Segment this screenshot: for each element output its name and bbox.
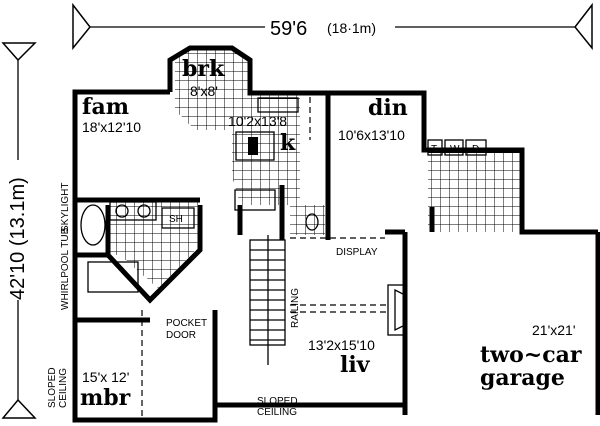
pocket-door-label-1: POCKET [166, 318, 207, 329]
pocket-door-label-2: DOOR [166, 330, 196, 341]
width-dimension-line [72, 2, 593, 51]
width-dimension-metric: (18·1m) [327, 20, 376, 36]
bath-fixtures [80, 201, 319, 293]
room-name-mbr: mbr [80, 385, 131, 411]
laundry-tub-label: T [431, 144, 437, 155]
staircase[interactable] [249, 235, 286, 365]
room-name-liv: liv [340, 352, 371, 378]
dryer-label: D [472, 144, 479, 155]
room-size-kitchen: 10'2x13'8 [228, 113, 287, 129]
depth-dimension-label: 42'10 (13.1m) [7, 177, 29, 300]
railing-label: RAILING [290, 288, 301, 328]
walls [72, 45, 600, 423]
room-name-brk: brk [182, 56, 225, 82]
room-size-fam: 18'x12'10 [82, 119, 141, 135]
fireplace [290, 284, 406, 336]
laundry-tub-box [427, 139, 443, 156]
room-name-din: din [368, 95, 408, 121]
room-size-din: 10'6x13'10 [338, 127, 405, 143]
width-dimension-label: 59'6 [270, 18, 307, 40]
dryer-box [465, 139, 487, 156]
shower-label: SH [169, 214, 183, 225]
room-size-brk: 8'x8' [190, 83, 218, 99]
room-size-liv: 13'2x15'10 [308, 337, 375, 353]
kitchen-fixtures [234, 97, 311, 211]
shower-box [161, 207, 195, 229]
room-name-garage-line1: two~car [480, 342, 582, 368]
room-size-mbr: 15'x 12' [82, 369, 129, 385]
sloped-ceiling-label-2: CEILING [58, 368, 69, 408]
sloped-ceiling-label-1: SLOPED [47, 367, 58, 408]
whirlpool-tub-label: WHIRLPOOL TUB [60, 227, 71, 310]
skylight-label: SKYLIGHT [60, 183, 71, 232]
room-name-garage-line2: garage [480, 365, 565, 391]
room-size-garage: 21'x21' [532, 322, 576, 338]
sloped-ceiling-liv-label-2: CEILING [257, 407, 297, 418]
depth-dimension-line [1, 42, 37, 419]
tile-floors [108, 48, 520, 290]
room-name-kitchen: k [280, 130, 296, 156]
washer-label: W [450, 144, 460, 155]
display-label: DISPLAY [336, 247, 378, 258]
sloped-ceiling-liv-label-1: SLOPED [257, 396, 298, 407]
washer-box [444, 139, 464, 156]
room-name-fam: fam [82, 94, 129, 120]
